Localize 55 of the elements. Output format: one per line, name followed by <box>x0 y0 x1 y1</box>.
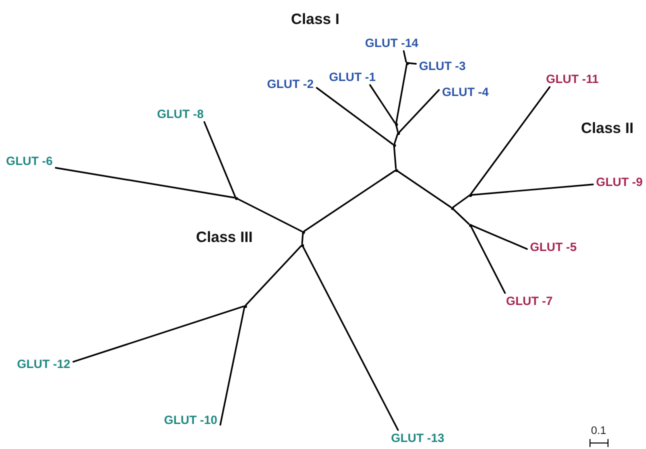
tree-branch <box>301 232 304 244</box>
taxon-label: GLUT -8 <box>154 106 207 122</box>
tree-branch <box>369 84 396 124</box>
tree-branch <box>72 306 244 363</box>
tree-branch <box>220 306 246 426</box>
branch-node <box>450 206 454 210</box>
tree-branch <box>396 170 452 208</box>
tree-branch <box>402 50 407 63</box>
branch-node <box>300 244 304 246</box>
branch-node <box>392 144 396 146</box>
branch-node <box>396 132 400 134</box>
tree-branch <box>54 167 236 198</box>
branch-node <box>244 304 246 308</box>
tree-branch <box>394 134 398 144</box>
taxon-label: GLUT -14 <box>362 35 422 51</box>
taxon-label: GLUT -12 <box>14 356 74 372</box>
taxon-label: GLUT -6 <box>3 153 56 169</box>
tree-branch <box>408 62 417 65</box>
tree-branch <box>393 146 397 170</box>
scale-value: 0.1 <box>591 425 606 437</box>
tree-branch <box>245 245 302 306</box>
tree-branch <box>398 89 440 133</box>
tree-branch <box>204 121 236 198</box>
tree-branch <box>470 184 594 196</box>
taxon-label: GLUT -2 <box>264 76 317 92</box>
taxon-label: GLUT -5 <box>527 239 580 255</box>
taxon-label: GLUT -3 <box>416 58 469 74</box>
branch-node <box>234 196 238 200</box>
branch-node <box>468 194 472 196</box>
class-label: Class II <box>581 120 634 137</box>
branch-node <box>468 224 472 226</box>
tree-branch <box>470 86 550 195</box>
tree-branch <box>452 208 470 225</box>
tree-branch <box>396 124 398 132</box>
taxon-label: GLUT -4 <box>439 84 492 100</box>
tree-branch <box>236 198 302 232</box>
branch-node <box>394 122 398 126</box>
tree-branch <box>316 87 394 145</box>
taxon-label: GLUT -13 <box>388 430 448 446</box>
taxon-label: GLUT -11 <box>543 71 602 87</box>
tree-branch <box>452 195 470 208</box>
taxon-label: GLUT -10 <box>161 412 220 428</box>
class-label: Class III <box>196 229 253 246</box>
branch-node <box>302 230 304 234</box>
class-label: Class I <box>291 11 340 28</box>
taxon-label: GLUT -1 <box>326 69 379 85</box>
taxon-label: GLUT -9 <box>593 174 646 190</box>
tree-branch <box>302 246 399 431</box>
branch-node <box>394 168 398 172</box>
tree-branch <box>396 64 408 124</box>
taxon-label: GLUT -7 <box>503 293 556 309</box>
tree-branch <box>470 224 528 250</box>
branch-node <box>406 62 408 64</box>
tree-branch <box>303 170 396 232</box>
tree-branch <box>470 225 506 294</box>
